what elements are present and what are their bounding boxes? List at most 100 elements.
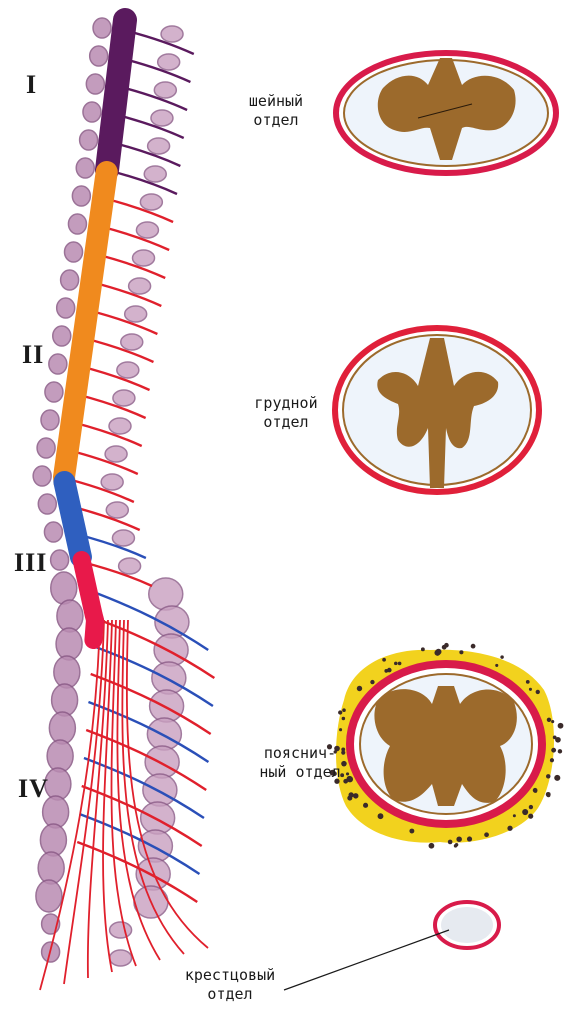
fat-dot xyxy=(348,792,353,797)
fat-dot xyxy=(526,680,530,684)
sacral-label-line1: крестцовый xyxy=(160,966,300,985)
vertebral-process xyxy=(106,502,128,518)
fat-dot xyxy=(551,720,554,723)
fat-dot xyxy=(339,728,342,731)
vertebral-process xyxy=(125,306,147,322)
vertebral-process xyxy=(145,746,179,778)
vertebral-process xyxy=(154,82,176,98)
vertebra xyxy=(76,158,94,178)
vertebral-process xyxy=(141,802,175,834)
vertebra xyxy=(93,18,111,38)
lumbar-cord-segment xyxy=(64,482,81,557)
vertebra xyxy=(83,102,101,122)
fat-dot xyxy=(448,840,453,845)
fat-dot xyxy=(547,793,551,797)
sacral-label-line2: отдел xyxy=(160,985,300,1004)
vertebral-process xyxy=(154,634,188,666)
vertebra xyxy=(72,186,90,206)
vertebral-process xyxy=(151,110,173,126)
vertebral-process xyxy=(133,250,155,266)
vertebra xyxy=(57,298,75,318)
vertebra xyxy=(49,712,75,744)
vertebra xyxy=(38,494,56,514)
thoracic-cross-section xyxy=(335,328,539,492)
vertebra xyxy=(41,410,59,430)
fat-dot xyxy=(456,836,462,842)
fat-dot xyxy=(484,832,489,837)
vertebra xyxy=(80,130,98,150)
cervical-label-line2: отдел xyxy=(226,111,326,130)
vertebral-process xyxy=(143,774,177,806)
fat-dot xyxy=(394,662,398,666)
lumbar-grey-matter xyxy=(374,686,516,806)
vertebra xyxy=(86,74,104,94)
fat-dot xyxy=(534,789,538,793)
vertebra xyxy=(52,684,78,716)
fat-dot xyxy=(522,809,528,815)
vertebral-process xyxy=(110,922,132,938)
fat-dot xyxy=(513,814,516,817)
fat-dot xyxy=(557,738,560,741)
vertebral-process xyxy=(110,950,132,966)
fat-dot xyxy=(529,805,533,809)
fat-dot xyxy=(546,774,550,778)
fat-dot xyxy=(338,710,342,714)
cervical-cord-segment xyxy=(107,20,125,170)
fat-dot xyxy=(444,643,449,648)
vertebra xyxy=(49,354,67,374)
vertebral-process xyxy=(161,26,183,42)
lumbar-cross-section xyxy=(327,643,563,849)
vertebral-process xyxy=(158,54,180,70)
vertebra xyxy=(44,522,62,542)
fat-dot xyxy=(500,655,503,658)
fat-dot xyxy=(471,644,476,649)
vertebra xyxy=(61,270,79,290)
cervical-label: шейный отдел xyxy=(226,92,326,130)
fat-dot xyxy=(558,749,562,753)
fat-dot xyxy=(554,775,560,781)
lumbar-label: пояснич- ный отдел xyxy=(240,744,360,782)
fat-dot xyxy=(342,717,345,720)
vertebral-process xyxy=(149,578,183,610)
fat-dot xyxy=(467,836,472,841)
fat-dot xyxy=(378,813,384,819)
vertebra xyxy=(90,46,108,66)
vertebra xyxy=(56,628,82,660)
fat-dot xyxy=(357,686,362,691)
vertebral-process xyxy=(136,222,158,238)
cervical-cross-section xyxy=(336,53,556,173)
section-numeral-3: III xyxy=(14,548,47,578)
lumbar-label-line2: ный отдел xyxy=(240,763,360,782)
fat-dot xyxy=(398,662,402,666)
vertebral-process xyxy=(147,718,181,750)
fat-dot xyxy=(363,803,368,808)
fat-dot xyxy=(495,664,498,667)
fat-dot xyxy=(370,680,374,684)
vertebral-process xyxy=(129,278,151,294)
vertebra xyxy=(40,824,66,856)
fat-dot xyxy=(536,690,540,694)
vertebra xyxy=(53,326,71,346)
fat-dot xyxy=(550,758,554,762)
vertebra xyxy=(51,572,77,604)
fat-dot xyxy=(558,723,564,729)
vertebra xyxy=(57,600,83,632)
fat-dot xyxy=(547,718,551,722)
thoracic-label: грудной отдел xyxy=(236,394,336,432)
vertebra xyxy=(45,382,63,402)
vertebral-process xyxy=(117,362,139,378)
vertebra xyxy=(54,656,80,688)
vertebra xyxy=(47,740,73,772)
fat-dot xyxy=(435,649,441,655)
fat-dot xyxy=(454,844,457,847)
fat-dot xyxy=(528,814,533,819)
sacral-pointer-line xyxy=(284,930,449,990)
fat-dot xyxy=(551,748,556,753)
fat-dot xyxy=(421,647,425,651)
fat-dot xyxy=(459,650,463,654)
section-numeral-4: IV xyxy=(18,774,49,804)
thoracic-label-line1: грудной xyxy=(236,394,336,413)
sacral-label: крестцовый отдел xyxy=(160,966,300,1004)
vertebra xyxy=(36,880,62,912)
